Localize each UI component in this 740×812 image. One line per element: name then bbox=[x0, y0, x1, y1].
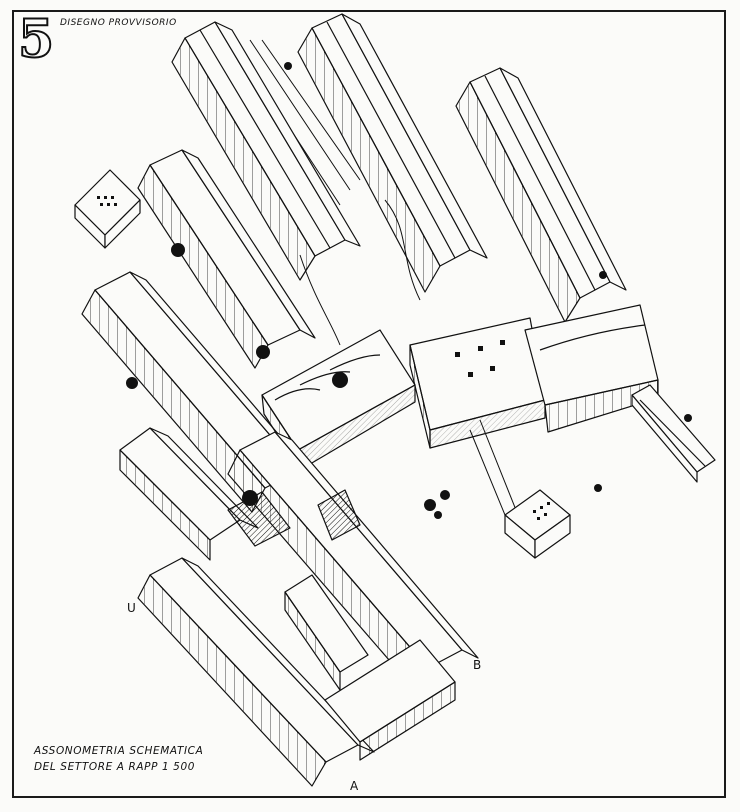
building-row-2 bbox=[297, 13, 488, 293]
building-row-7 bbox=[524, 304, 659, 433]
caption-line-2: DEL SETTORE A RAPP 1 500 bbox=[34, 761, 196, 773]
building-row-5 bbox=[81, 271, 317, 513]
point-label-a: A bbox=[350, 779, 359, 793]
building-row-4 bbox=[137, 149, 316, 369]
building-row-1 bbox=[171, 21, 361, 281]
point-label-u: U bbox=[127, 601, 136, 615]
building-row-3 bbox=[455, 67, 627, 323]
caption-line-1: ASSONOMETRIA SCHEMATICA bbox=[34, 745, 204, 757]
building-row-8 bbox=[119, 427, 259, 561]
building-row-10 bbox=[137, 557, 375, 787]
building-row-11 bbox=[284, 574, 369, 691]
draft-note: DISEGNO PROVVISORIO bbox=[60, 18, 177, 28]
building-row-9 bbox=[227, 431, 479, 691]
ramp-east bbox=[631, 384, 716, 483]
trees bbox=[126, 62, 692, 519]
pavilion-north bbox=[74, 169, 141, 249]
pavilion-south bbox=[504, 489, 571, 559]
drawing-caption: ASSONOMETRIA SCHEMATICA DEL SETTORE A RA… bbox=[34, 743, 203, 775]
building-row-6 bbox=[409, 317, 546, 449]
sheet-number: 5 bbox=[17, 9, 55, 70]
sheet-frame bbox=[12, 10, 726, 798]
point-label-b: B bbox=[473, 658, 482, 672]
building-row-12 bbox=[324, 639, 456, 761]
